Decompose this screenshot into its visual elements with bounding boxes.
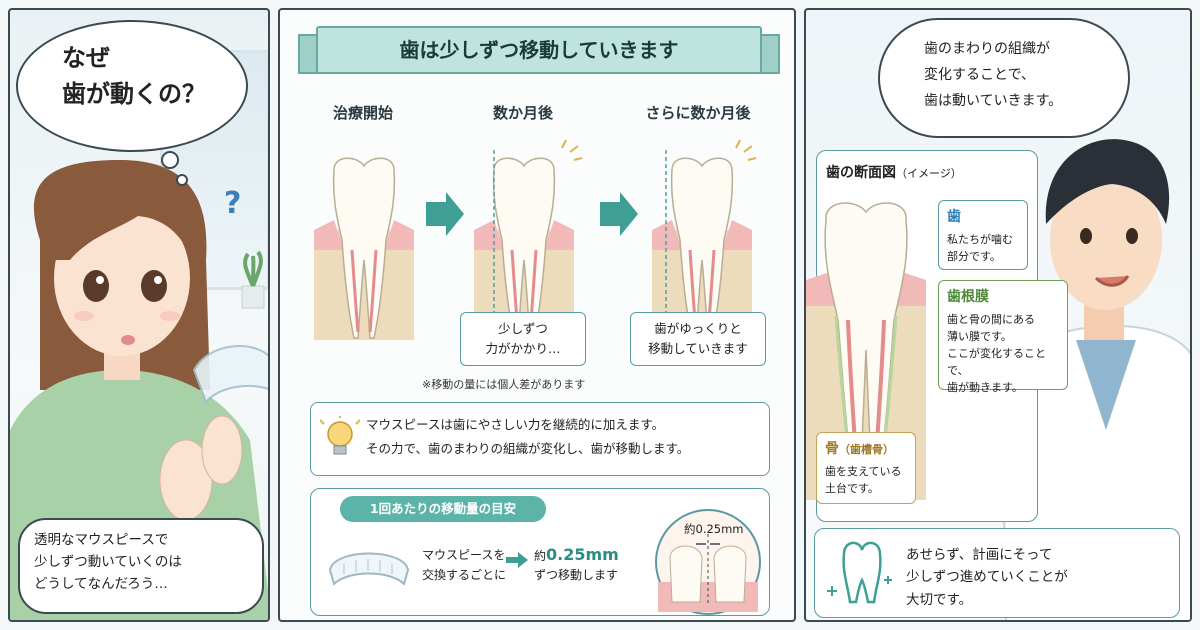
metric-value-prefix: 約 [534,549,547,563]
callout-pdl-line-2: 薄い膜です。 [947,329,1012,343]
info-box [310,402,770,476]
left-speech-line-3: どうしてなんだろう… [34,576,168,592]
note-more-months-line-2: 移動していきます [648,341,748,356]
callout-tooth-line-1: 私たちが噛む [947,232,1013,246]
callout-pdl-line-1: 歯と骨の間にある [947,312,1035,326]
info-line-2: その力で、歯のまわりの組織が変化し、歯が移動します。 [366,441,690,456]
thought-line-2: 歯が動くの？ [62,80,206,108]
closing-text: あせらず、計画にそって 少しずつ進めていくことが 大切です。 [906,544,1068,611]
arrow-icon-2 [600,192,638,236]
note-months-line-1: 少しずつ [498,321,548,336]
gap-magnifier-illustration [655,509,761,615]
right-speech-line-1: 歯のまわりの組織が [924,41,1050,57]
thought-bubble [16,20,248,152]
callout-tooth: 歯 私たちが噛む 部分です。 [938,200,1028,270]
footnote: ※移動の量には個人差があります [422,378,586,391]
metric-desc-line-1: マウスピースを [422,548,506,562]
gap-label: 約0.25mm [684,522,744,536]
speech-bubble-left [18,518,264,614]
metric-value-number: 0.25mm [546,545,619,564]
note-box-months: 少しずつ 力がかかり… [460,312,586,366]
callout-tooth-head: 歯 [947,209,961,225]
stage-label-more-months: さらに数か月後 [645,104,751,122]
title-banner [316,26,762,74]
right-speech-line-2: 変化することで、 [924,67,1036,83]
note-box-more-months: 歯がゆっくりと 移動していきます [630,312,766,366]
closing-line-1: あせらず、計画にそって [906,547,1053,563]
callout-bone-head-suffix: （歯槽骨） [839,443,894,456]
note-more-months-line-1: 歯がゆっくりと [654,321,742,336]
speech-bubble-right [878,18,1130,138]
tooth-sparkle-icon [827,541,892,604]
diagram-title: 歯の断面図（イメージ） [826,162,962,182]
callout-tooth-line-2: 部分です。 [947,249,1001,263]
stage-label-start: 治療開始 [332,104,393,122]
right-speech-line-3: 歯は動いていきます。 [924,93,1063,109]
stage-label-months: 数か月後 [492,104,553,122]
tooth-progression-illustration [312,139,757,342]
closing-line-2: 少しずつ進めていくことが [906,569,1068,586]
callout-periodontal-ligament: 歯根膜 歯と骨の間にある 薄い膜です。 ここが変化することで、 歯が動きます。 [938,280,1068,394]
note-months-line-2: 力がかかり… [485,341,561,356]
callout-pdl-line-3: ここが変化することで、 [947,346,1046,377]
metric-value-suffix: ずつ移動します [534,568,619,582]
diagram-title-main: 歯の断面図 [826,165,896,181]
lightbulb-icon [320,416,360,455]
left-speech-line-2: 少しずつ動いていくのは [34,554,182,570]
question-mark-icon: ? [224,186,242,221]
panel-title: 歯は少しずつ移動していきます [399,38,679,62]
callout-bone-head: 骨（歯槽骨） [825,439,907,461]
middle-panel: 歯は少しずつ移動していきます 治療開始 数か月後 さらに数か月後 少しずつ 力が… [278,8,796,622]
metric-title: 1回あたりの移動量の目安 [340,496,546,522]
callout-bone-head-main: 骨 [825,441,839,457]
callout-bone-line-2: 土台です。 [825,481,879,495]
metric-value: 約0.25mm [534,542,619,568]
metric-desc-line-2: 交換するごとに [422,568,507,582]
callout-bone-line-1: 歯を支えている [825,464,902,478]
left-speech-line-1: 透明なマウスピースで [34,532,169,548]
aligner-icon [328,552,410,586]
arrow-icon-1 [426,192,464,236]
closing-line-3: 大切です。 [906,591,973,608]
callout-pdl-head: 歯根膜 [947,289,989,305]
callout-pdl-line-4: 歯が動きます。 [947,380,1023,394]
thought-line-1: なぜ [62,44,110,72]
info-line-1: マウスピースは歯にやさしい力を継続的に加えます。 [366,417,665,432]
left-panel: なぜ 歯が動くの？ ? 透明なマウスピースで 少しずつ動いていくのは どうしてな… [8,8,270,622]
right-panel: 歯のまわりの組織が 変化することで、 歯は動いていきます。 歯の断面図（イメージ… [804,8,1192,622]
arrow-right-icon [506,552,528,568]
diagram-title-suffix: （イメージ） [896,167,962,180]
tooth-stage-start [312,156,416,342]
callout-bone: 骨（歯槽骨） 歯を支えている 土台です。 [816,432,916,504]
